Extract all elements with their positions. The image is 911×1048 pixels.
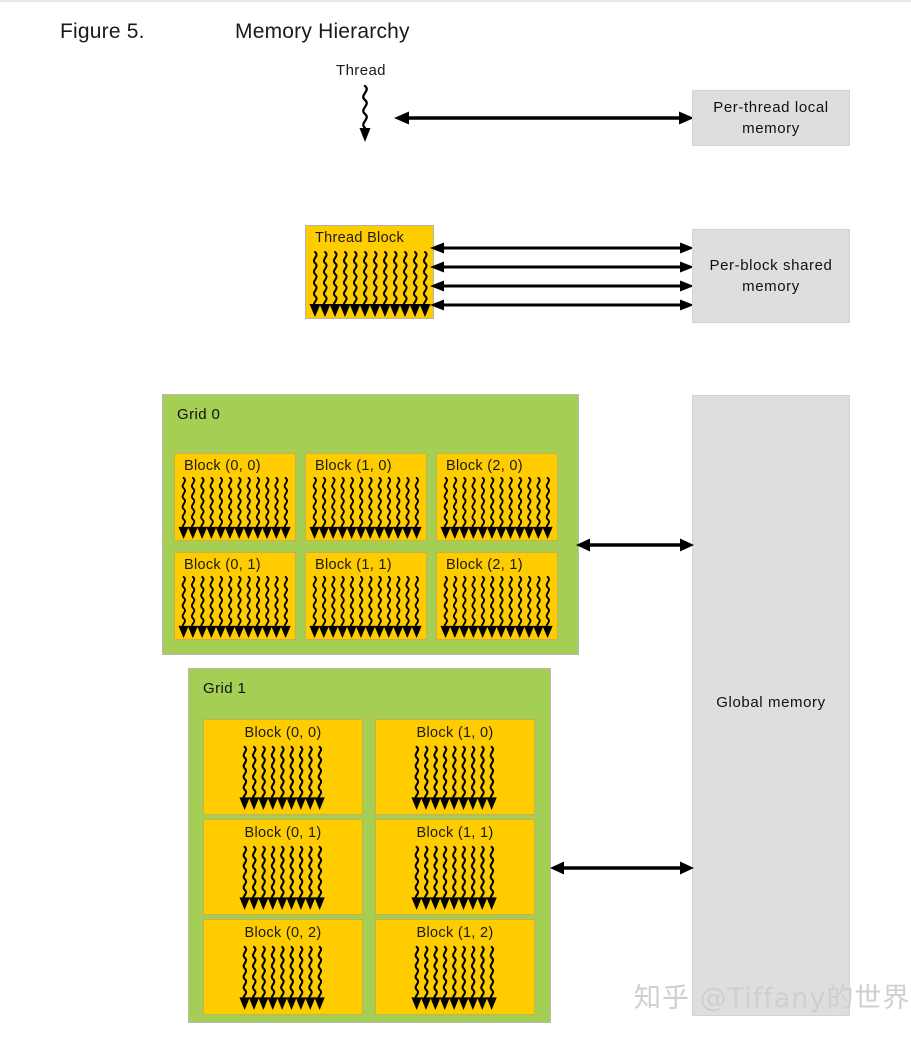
grid-1-label: Grid 1 [203, 680, 247, 697]
grid-1-box: Grid 1 Block (0, 0) [188, 668, 551, 1023]
grid-1-block-1-1-label: Block (1, 1) [416, 825, 494, 841]
block-to-shared-memory-arrow-1 [430, 242, 694, 254]
thread-squiggles-icon [239, 845, 325, 911]
thread-label: Thread [336, 62, 386, 79]
single-thread-squiggle-icon [359, 84, 371, 142]
grid-0-block-1-1: Block (1, 1) [305, 552, 427, 640]
grid-1-block-0-0: Block (0, 0) [203, 719, 363, 815]
thread-squiggles-icon [440, 476, 553, 540]
grid-1-block-0-1: Block (0, 1) [203, 819, 363, 915]
figure-title: Memory Hierarchy [235, 20, 410, 43]
thread-squiggles-icon [411, 845, 497, 911]
grid-1-block-1-2: Block (1, 2) [375, 919, 535, 1015]
grid-0-label: Grid 0 [177, 406, 221, 423]
grid-0-block-2-0-label: Block (2, 0) [446, 458, 523, 474]
thread-to-local-memory-arrow [394, 111, 694, 125]
watermark: 知乎 @Tiffany的世界 [634, 983, 911, 1014]
global-memory-label: Global memory [716, 694, 826, 711]
thread-block-label: Thread Block [315, 230, 405, 246]
grid-0-block-0-0: Block (0, 0) [174, 453, 296, 541]
grid-1-to-global-memory-arrow [550, 861, 694, 875]
grid-0-block-2-1: Block (2, 1) [436, 552, 558, 640]
grid-1-block-1-2-label: Block (1, 2) [416, 925, 494, 941]
grid-1-block-1-1: Block (1, 1) [375, 819, 535, 915]
thread-squiggles-icon [178, 476, 291, 540]
thread-squiggles-icon [411, 945, 497, 1011]
block-to-shared-memory-arrow-2 [430, 261, 694, 273]
thread-squiggles-icon [309, 476, 422, 540]
block-to-shared-memory-arrow-3 [430, 280, 694, 292]
per-block-shared-memory-label-line2: memory [742, 278, 800, 295]
figure-caption: Figure 5. Memory Hierarchy [60, 20, 410, 44]
thread-squiggles-icon [440, 575, 553, 639]
grid-0-block-1-0: Block (1, 0) [305, 453, 427, 541]
thread-block-box: Thread Block [305, 225, 434, 319]
thread-squiggles-icon [178, 575, 291, 639]
thread-squiggles-icon [309, 251, 431, 317]
grid-0-block-2-0: Block (2, 0) [436, 453, 558, 541]
grid-1-block-0-0-label: Block (0, 0) [244, 725, 322, 741]
thread-squiggles-icon [239, 745, 325, 811]
figure-number: Figure 5. [60, 20, 145, 43]
grid-1-block-0-2: Block (0, 2) [203, 919, 363, 1015]
thread-squiggles-icon [411, 745, 497, 811]
top-divider [0, 0, 911, 2]
per-block-shared-memory-label-line1: Per-block shared [709, 257, 833, 274]
thread-squiggles-icon [239, 945, 325, 1011]
per-block-shared-memory-box: Per-block shared memory [692, 229, 850, 323]
grid-1-block-1-0-label: Block (1, 0) [416, 725, 494, 741]
grid-0-to-global-memory-arrow [576, 538, 694, 552]
block-to-shared-memory-arrow-4 [430, 299, 694, 311]
grid-0-block-0-0-label: Block (0, 0) [184, 458, 261, 474]
grid-1-block-0-1-label: Block (0, 1) [244, 825, 322, 841]
per-thread-local-memory-label-line1: Per-thread local [713, 99, 829, 116]
grid-0-block-2-1-label: Block (2, 1) [446, 557, 523, 573]
grid-0-block-0-1: Block (0, 1) [174, 552, 296, 640]
grid-0-block-1-1-label: Block (1, 1) [315, 557, 392, 573]
global-memory-box: Global memory [692, 395, 850, 1016]
per-thread-local-memory-label-line2: memory [742, 120, 800, 137]
per-thread-local-memory-box: Per-thread local memory [692, 90, 850, 146]
thread-squiggles-icon [309, 575, 422, 639]
grid-0-block-0-1-label: Block (0, 1) [184, 557, 261, 573]
grid-1-block-0-2-label: Block (0, 2) [244, 925, 322, 941]
grid-1-block-1-0: Block (1, 0) [375, 719, 535, 815]
grid-0-block-1-0-label: Block (1, 0) [315, 458, 392, 474]
grid-0-box: Grid 0 Block (0, 0) [162, 394, 579, 655]
